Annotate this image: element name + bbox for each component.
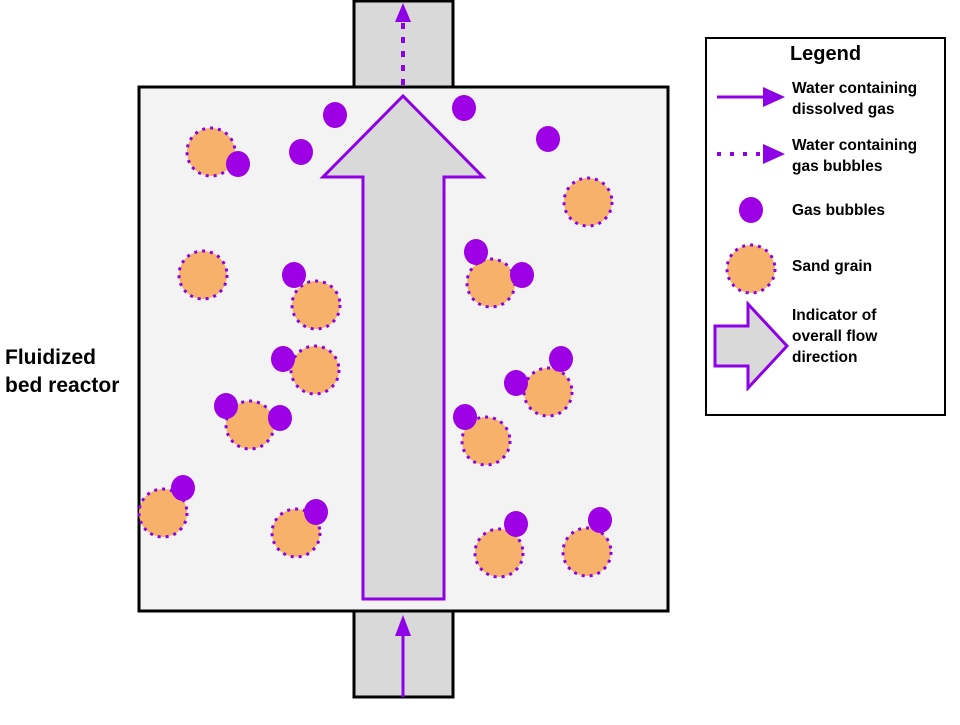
outlet-dotted-arrow bbox=[395, 3, 411, 85]
legend-item-flow-direction: Indicator of overall flow direction bbox=[792, 305, 877, 368]
legend-item-3-line1: Gas bubbles bbox=[792, 202, 886, 219]
legend-item-sand-grain: Sand grain bbox=[792, 256, 872, 277]
gas-bubble bbox=[226, 151, 250, 177]
gas-bubble bbox=[323, 102, 347, 128]
sand-grain bbox=[522, 366, 574, 418]
legend-item-1-line1: Water containing bbox=[792, 80, 918, 97]
gas-bubble bbox=[453, 404, 477, 430]
reactor-label-line2: bed reactor bbox=[5, 374, 120, 397]
legend-item-2-line2: gas bubbles bbox=[792, 158, 883, 175]
gas-bubble bbox=[452, 95, 476, 121]
gas-bubble bbox=[588, 507, 612, 533]
gas-bubble bbox=[549, 346, 573, 372]
gas-bubble bbox=[289, 139, 313, 165]
sand-grain bbox=[290, 279, 342, 331]
sand-grain bbox=[561, 526, 613, 578]
sand-grain bbox=[177, 249, 229, 301]
inlet-solid-arrow bbox=[395, 615, 411, 697]
legend-item-gas-bubbles-water: Water containing gas bubbles bbox=[792, 135, 917, 177]
legend-item-1-line2: dissolved gas bbox=[792, 101, 895, 118]
sand-grain bbox=[562, 176, 614, 228]
legend-item-2-line1: Water containing bbox=[792, 137, 918, 154]
gas-bubble bbox=[536, 126, 560, 152]
sand-grain bbox=[465, 257, 517, 309]
legend-item-4-line1: Sand grain bbox=[792, 258, 873, 275]
gas-bubbles bbox=[171, 95, 612, 537]
legend-title: Legend bbox=[789, 43, 862, 65]
legend-box: Legend Water containing dissolved gas Wa… bbox=[705, 37, 946, 416]
overall-flow-arrow bbox=[319, 93, 487, 601]
gas-bubble bbox=[464, 239, 488, 265]
legend-item-dissolved-gas: Water containing dissolved gas bbox=[792, 78, 917, 120]
legend-item-5-line1: Indicator of bbox=[792, 307, 877, 324]
flow-direction-arrow-icon bbox=[713, 301, 790, 391]
sand-grains bbox=[137, 126, 614, 579]
sand-grain bbox=[460, 415, 512, 467]
legend-item-5-line3: direction bbox=[792, 349, 858, 366]
gas-bubble bbox=[504, 370, 528, 396]
gas-bubble bbox=[504, 511, 528, 537]
gas-bubble bbox=[304, 499, 328, 525]
gas-bubble bbox=[510, 262, 534, 288]
sand-grain bbox=[289, 344, 341, 396]
gas-bubble bbox=[282, 262, 306, 288]
reactor-label-line1: Fluidized bbox=[5, 346, 96, 369]
sand-grain bbox=[473, 527, 525, 579]
gas-bubble bbox=[271, 346, 295, 372]
legend-item-5-line2: overall flow bbox=[792, 328, 878, 345]
gas-bubble bbox=[171, 475, 195, 501]
sand-grain-icon bbox=[725, 243, 777, 295]
gas-bubble bbox=[214, 393, 238, 419]
legend-item-gas-bubble: Gas bubbles bbox=[792, 200, 885, 221]
sand-grain bbox=[137, 487, 189, 539]
reactor-label: Fluidized bed reactor bbox=[5, 344, 119, 400]
gas-bubble-icon bbox=[739, 197, 763, 223]
gas-bubble bbox=[268, 405, 292, 431]
dotted-arrow-icon bbox=[717, 144, 785, 164]
solid-arrow-icon bbox=[717, 87, 785, 107]
